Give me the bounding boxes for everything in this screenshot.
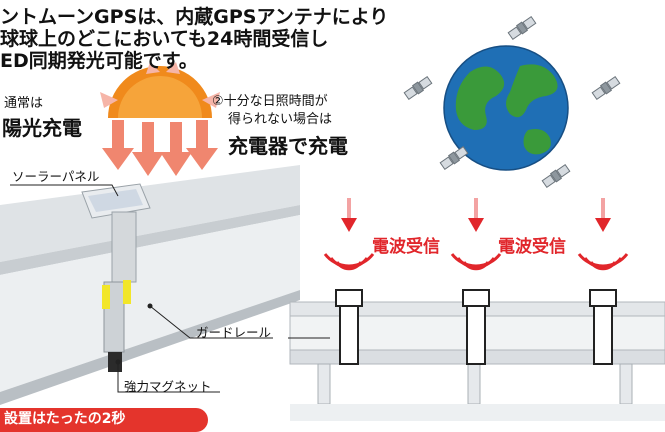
sun-icon [100, 62, 220, 176]
headline-line-2: 球球上のどこにおいても24時間受信し [0, 28, 329, 50]
charger-note-line-2: 得られない場合は [228, 112, 333, 127]
earth-icon [443, 45, 569, 171]
charger-title: 充電器で充電 [228, 134, 348, 158]
solar-charging-title: 陽光充電 [2, 116, 82, 140]
satellite-icon [403, 15, 621, 189]
magnet-label: 強力マグネット [124, 379, 212, 394]
solar-note: 通常は [4, 96, 44, 111]
guardrail-label: ガードレール [196, 325, 272, 340]
signal-icon [323, 253, 629, 271]
gps-device [335, 289, 617, 365]
setup-banner: 設置はたったの2秒 [0, 408, 208, 432]
solar-panel-device [81, 183, 151, 372]
charger-note-line-1: ②十分な日照時間が [212, 94, 328, 109]
signal-label-left: 電波受信 [372, 237, 440, 257]
headline-line-1: ントムーンGPSは、内蔵GPSアンテナにより [0, 6, 389, 28]
solar-panel-label: ソーラーパネル [12, 169, 100, 184]
headline: ントムーンGPSは、内蔵GPSアンテナにより 球球上のどこにおいても24時間受信… [0, 6, 388, 72]
guardrail-left [0, 165, 300, 405]
signal-label-right: 電波受信 [498, 237, 566, 257]
headline-line-3: ED同期発光可能です。 [0, 50, 198, 72]
illustration [0, 15, 665, 421]
